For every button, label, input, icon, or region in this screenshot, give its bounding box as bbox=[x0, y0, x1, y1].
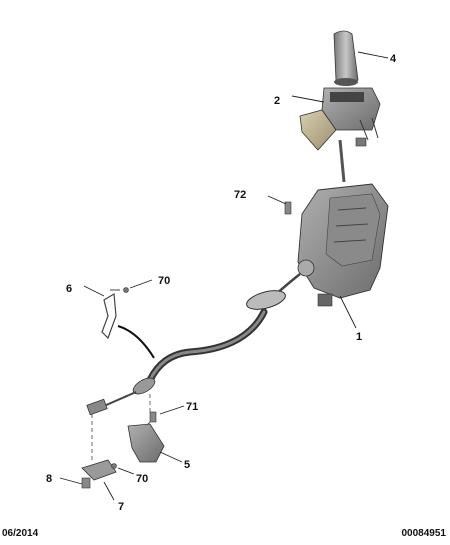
callout-70-top: 70 bbox=[158, 275, 170, 287]
bolt-72-part bbox=[284, 201, 292, 215]
footer-date: 06/2014 bbox=[2, 528, 39, 539]
selector-rod bbox=[338, 139, 346, 183]
clip-bracket-part bbox=[101, 287, 155, 359]
gear-cable-part bbox=[86, 273, 301, 416]
callout-8: 8 bbox=[46, 473, 52, 485]
callout-5: 5 bbox=[184, 459, 190, 471]
bracket-5-part bbox=[127, 411, 165, 463]
callout-7: 7 bbox=[118, 501, 124, 513]
callout-1: 1 bbox=[356, 331, 362, 343]
gear-knob-part bbox=[333, 30, 359, 86]
callout-2: 2 bbox=[274, 95, 280, 107]
gear-gaiter-part bbox=[299, 87, 381, 151]
callout-72: 72 bbox=[234, 189, 246, 201]
callout-6: 6 bbox=[66, 283, 72, 295]
callout-71: 71 bbox=[186, 401, 198, 413]
leader-lines bbox=[59, 51, 389, 501]
callout-4: 4 bbox=[390, 53, 397, 65]
gear-selector-assembly-part bbox=[297, 183, 389, 307]
bracket-7-part bbox=[81, 459, 117, 489]
footer-reference-number: 00084951 bbox=[401, 528, 447, 539]
callout-70-bottom: 70 bbox=[136, 473, 148, 485]
